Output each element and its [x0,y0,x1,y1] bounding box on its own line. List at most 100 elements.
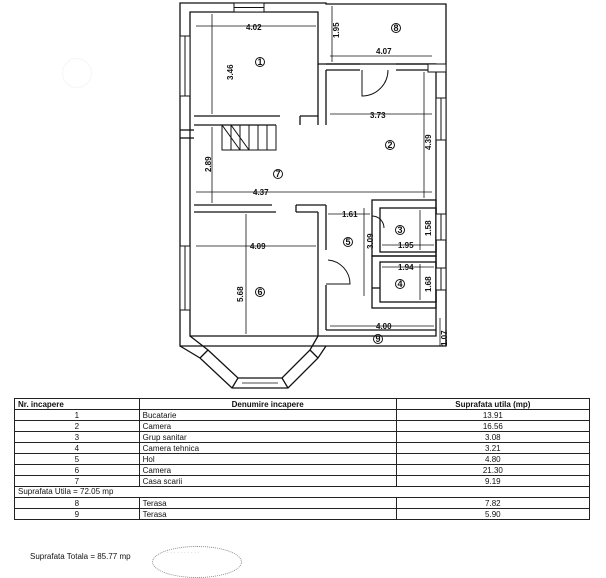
header-room-name: Denumire incapere [138,398,397,410]
dim-2-89: 2.89 [204,156,213,172]
area-table: Nr. incapere Denumire incapere Suprafata… [14,398,591,520]
utila-row: Suprafata Utila = 72.05 mp [14,486,590,498]
dim-3-73: 3.73 [370,111,386,120]
cell-area: 7.82 [395,497,591,509]
header-useful-area: Suprafata utila (mp) [395,398,591,410]
room-marker-9: 9 [373,334,383,344]
dim-1-95b: 1.95 [398,241,414,250]
room-marker-6: 6 [255,287,265,297]
bay-seg-3 [281,377,289,389]
floor-plan: 4.02 1.95 4.07 3.46 3.73 4.39 2.89 4.37 … [179,2,449,389]
windows [179,2,447,311]
stamp-text: · · · · · · · · · · [167,550,200,555]
cell-name: Camera tehnica [138,442,397,454]
dim-3-09: 3.09 [366,233,375,249]
table-header-row: Nr. incapere Denumire incapere Suprafata… [14,398,591,410]
stair-diag-1 [221,124,241,151]
room-number-8: 8 [393,23,398,33]
dim-1-61: 1.61 [342,210,358,219]
cell-name: Camera [138,464,397,476]
useful-area-total: Suprafata Utila = 72.05 mp [14,486,590,498]
dim-1-07: 1.07 [440,330,449,346]
room-marker-5: 5 [343,237,353,247]
door-entrance [326,259,351,285]
dim-3-46: 3.46 [226,64,235,80]
dimension-lines [196,6,441,346]
cell-name: Terasa [138,497,397,509]
cell-number: 1 [14,409,140,421]
room-number-4: 4 [397,279,402,289]
dimension-labels: 4.02 1.95 4.07 3.46 3.73 4.39 2.89 4.37 … [204,22,449,346]
cell-name: Hol [138,453,397,465]
cell-number: 5 [14,453,140,465]
cell-number: 9 [14,508,140,520]
cell-number: 8 [14,497,140,509]
stamp-seal: · · · · · · · · · · [152,546,242,578]
room-marker-1: 1 [255,57,265,67]
area-table-wrapper: Nr. incapere Denumire incapere Suprafata… [14,398,591,520]
dim-4-39: 4.39 [424,134,433,150]
cell-area: 3.08 [395,431,591,443]
dim-1-95: 1.95 [332,22,341,38]
walls [179,2,447,347]
door-terrace8 [361,69,389,97]
doors [326,69,389,285]
cell-area: 16.56 [395,420,591,432]
dim-4-00: 4.00 [376,322,392,331]
dim-1-58: 1.58 [424,220,433,236]
room-marker-7: 7 [273,169,283,179]
cell-number: 4 [14,442,140,454]
cell-name: Casa scarii [138,475,397,487]
header-room-number: Nr. incapere [14,398,140,410]
bay-window [179,335,327,389]
window-right-terrace8 [427,63,447,73]
cell-name: Camera [138,420,397,432]
room-marker-8: 8 [391,23,401,33]
cell-number: 6 [14,464,140,476]
dim-4-37: 4.37 [253,188,269,197]
dim-4-09: 4.09 [250,242,266,251]
dim-4-02: 4.02 [246,23,262,32]
bay-seg-4 [309,349,319,359]
stair-diag-2 [230,124,250,151]
room-marker-3: 3 [395,225,405,235]
room-number-9: 9 [375,334,380,344]
cell-name: Bucatarie [138,409,397,421]
bay-seg-2 [231,377,239,389]
bay-seg-1 [199,349,209,359]
room-marker-4: 4 [395,279,405,289]
door-bathroom [371,215,385,229]
cell-area: 13.91 [395,409,591,421]
cell-area: 9.19 [395,475,591,487]
cell-area: 5.90 [395,508,591,520]
cell-area: 4.80 [395,453,591,465]
room-markers: 1 2 3 4 5 6 7 8 9 [255,23,405,344]
watermark-mark [62,58,92,88]
room-number-3: 3 [397,225,402,235]
stairs [221,124,277,151]
bay-inner [189,335,319,379]
dim-4-07: 4.07 [376,47,392,56]
room-number-1: 1 [257,57,262,67]
bay-outer [179,345,327,389]
total-area: Suprafata Totala = 85.77 mp [30,552,131,561]
outer-wall [179,2,447,347]
cell-area: 3.21 [395,442,591,454]
room-number-2: 2 [387,140,392,150]
cell-area: 21.30 [395,464,591,476]
cell-number: 3 [14,431,140,443]
room-number-5: 5 [345,237,350,247]
room-number-7: 7 [275,169,280,179]
cell-name: Terasa [138,508,397,520]
dim-1-94: 1.94 [398,263,414,272]
room-marker-2: 2 [385,140,395,150]
cell-name: Grup sanitar [138,431,397,443]
